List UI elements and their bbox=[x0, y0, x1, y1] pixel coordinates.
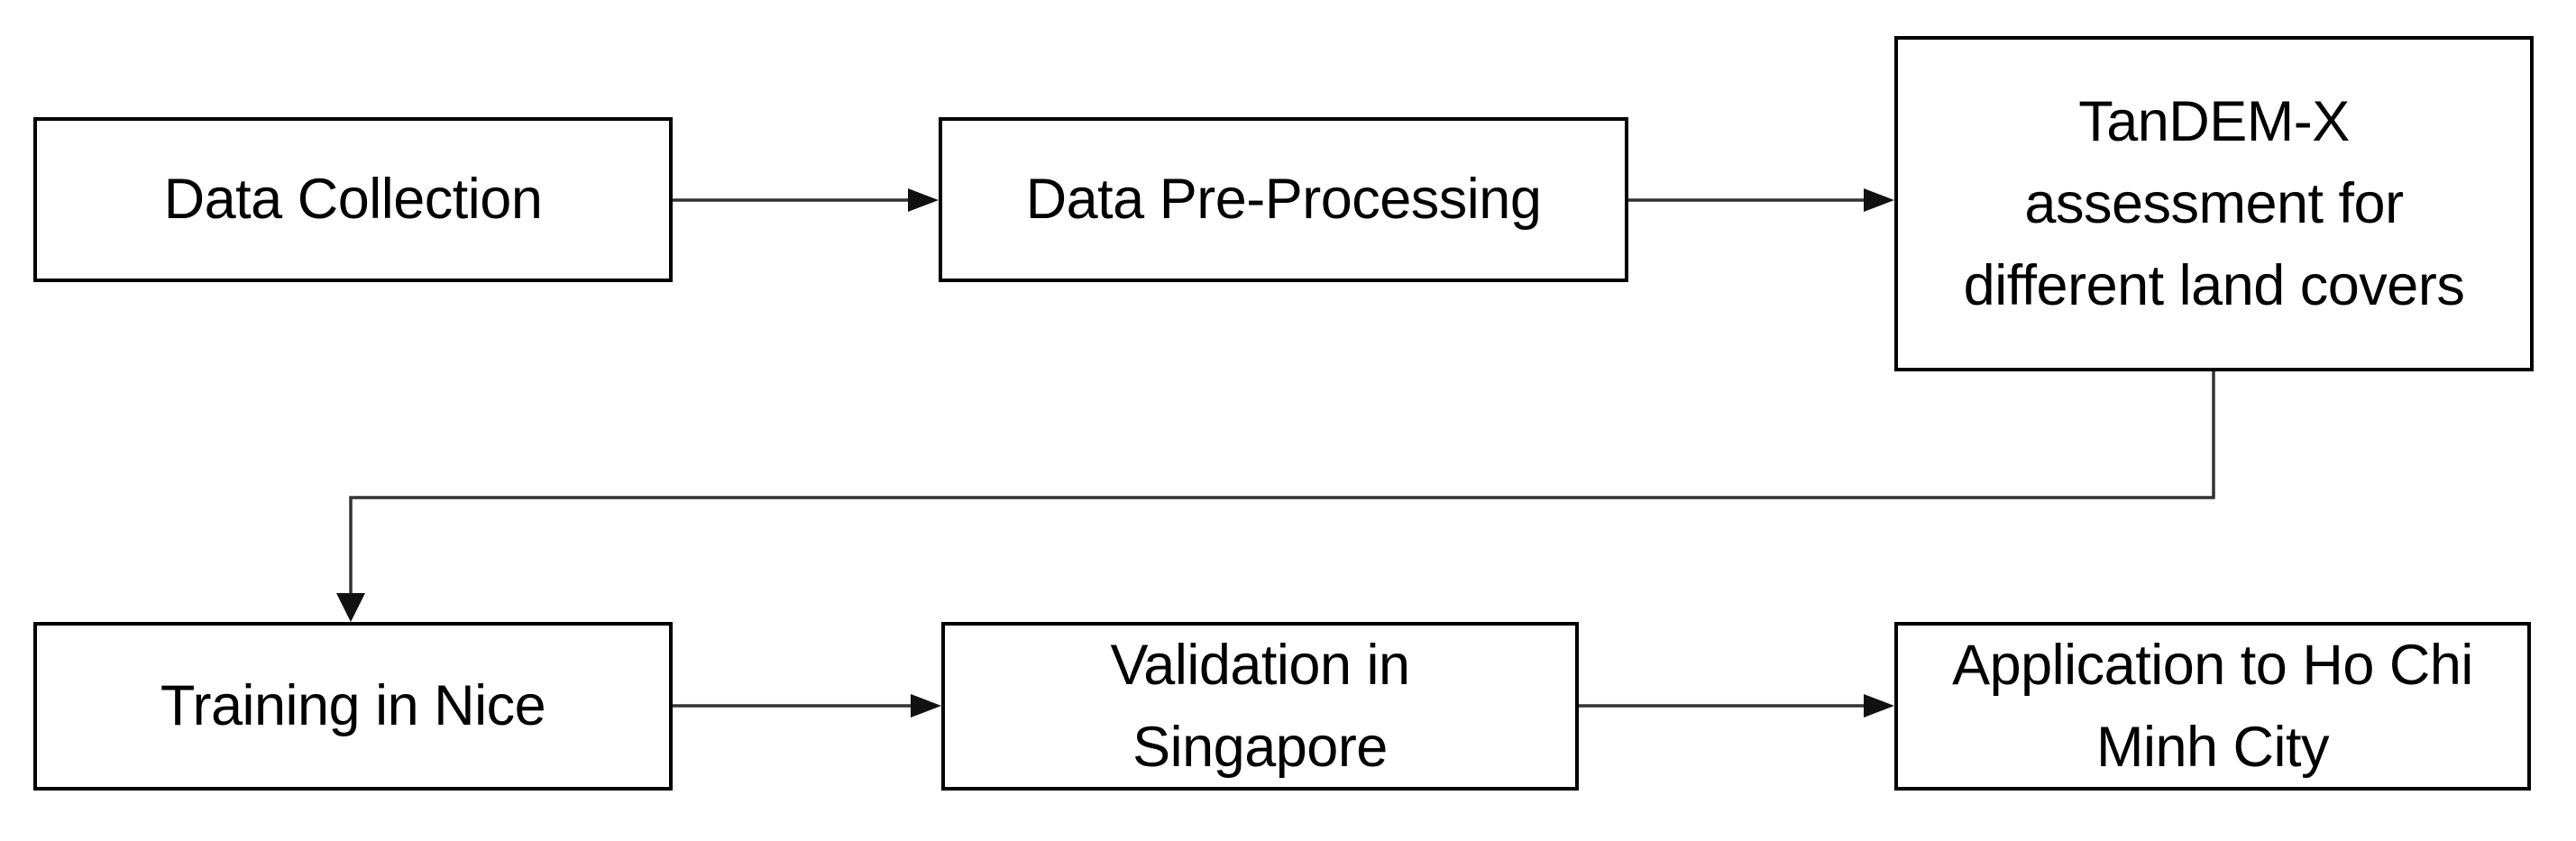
flow-box-data-pre-processing: Data Pre-Processing bbox=[939, 117, 1628, 282]
arrowhead-right-icon bbox=[908, 188, 939, 212]
connector-collection-to-preprocessing bbox=[673, 188, 939, 212]
flow-box-label: Data Pre-Processing bbox=[1025, 168, 1542, 231]
flow-box-label-line: Minh City bbox=[2095, 715, 2330, 779]
connector-training-to-validation bbox=[673, 694, 941, 718]
arrowhead-right-icon bbox=[911, 694, 941, 718]
flow-box-label-line: TanDEM-X bbox=[2078, 89, 2350, 153]
flow-box-data-collection: Data Collection bbox=[33, 117, 673, 282]
flow-box-tandem-x-assessment: TanDEM-X assessment for different land c… bbox=[1894, 36, 2534, 371]
flow-box-label: Data Collection bbox=[163, 168, 543, 231]
flow-box-label-line: Validation in bbox=[1110, 633, 1410, 697]
flow-box-label-line: Application to Ho Chi bbox=[1952, 633, 2473, 697]
flow-box-validation-in-singapore: Validation in Singapore bbox=[941, 622, 1579, 791]
arrowhead-right-icon bbox=[1864, 694, 1894, 718]
connector-preprocessing-to-assessment bbox=[1628, 188, 1894, 212]
flow-box-label-line: Singapore bbox=[1132, 715, 1388, 779]
flow-box-label-line: assessment for bbox=[2024, 171, 2404, 235]
flow-box-application-ho-chi-minh: Application to Ho Chi Minh City bbox=[1894, 622, 2531, 791]
arrowhead-down-icon bbox=[336, 593, 365, 622]
flow-box-label: Training in Nice bbox=[160, 674, 546, 737]
flow-box-training-in-nice: Training in Nice bbox=[33, 622, 673, 791]
flow-box-label-line: different land covers bbox=[1963, 253, 2465, 317]
connector-assessment-to-training bbox=[336, 371, 2215, 622]
connector-validation-to-application bbox=[1579, 694, 1894, 718]
arrowhead-right-icon bbox=[1864, 188, 1894, 212]
